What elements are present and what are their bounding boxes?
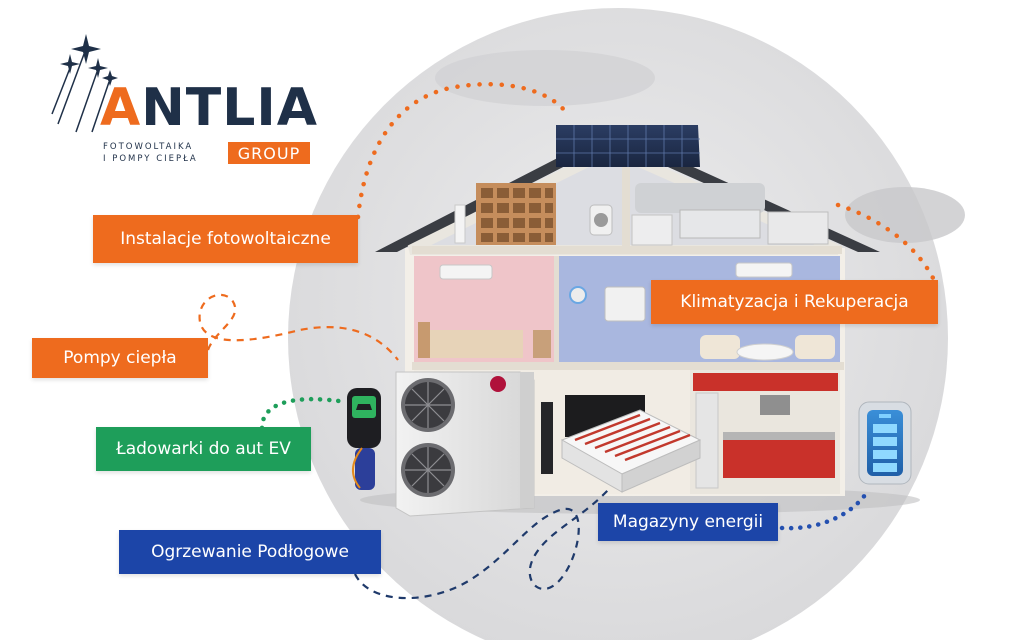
star-cluster-icon (51, 34, 118, 133)
logo-letters-ntlia: NTLIA (141, 78, 318, 138)
label-heat-pumps: Pompy ciepła (32, 338, 208, 378)
connector-pv (355, 81, 571, 220)
connector-storage (779, 492, 868, 531)
ev-charger (347, 388, 381, 490)
cloud-right (845, 187, 965, 243)
logo-subtitle-line2: I POMPY CIEPŁA (103, 154, 198, 164)
logo-group-badge: GROUP (228, 142, 310, 164)
logo-subtitle-line1: FOTOWOLTAIKA (103, 142, 194, 152)
car-icon (356, 404, 372, 410)
lg-logo-icon (490, 376, 506, 392)
connector-climate (835, 202, 938, 285)
label-floor-heating: Ogrzewanie Podłogowe (119, 530, 381, 574)
floor-heating-cutaway (560, 409, 702, 493)
antlia-logo: ANTLIA FOTOWOLTAIKA I POMPY CIEPŁA GROUP (48, 24, 328, 174)
label-pv-installations: Instalacje fotowoltaiczne (93, 215, 358, 263)
label-climate-recuperation: Klimatyzacja i Rekuperacja (651, 280, 938, 324)
label-ev-chargers: Ładowarki do aut EV (96, 427, 311, 471)
battery-icon (858, 401, 912, 485)
heat-pump-unit (395, 371, 535, 517)
cloud-left (435, 50, 655, 106)
solar-panel (556, 125, 700, 167)
logo-wordmark: ANTLIA (100, 82, 318, 134)
logo-letter-a: A (100, 78, 142, 138)
connector-heat-pumps (198, 293, 399, 361)
label-energy-storage: Magazyny energii (598, 503, 778, 541)
connector-ev (259, 396, 349, 431)
